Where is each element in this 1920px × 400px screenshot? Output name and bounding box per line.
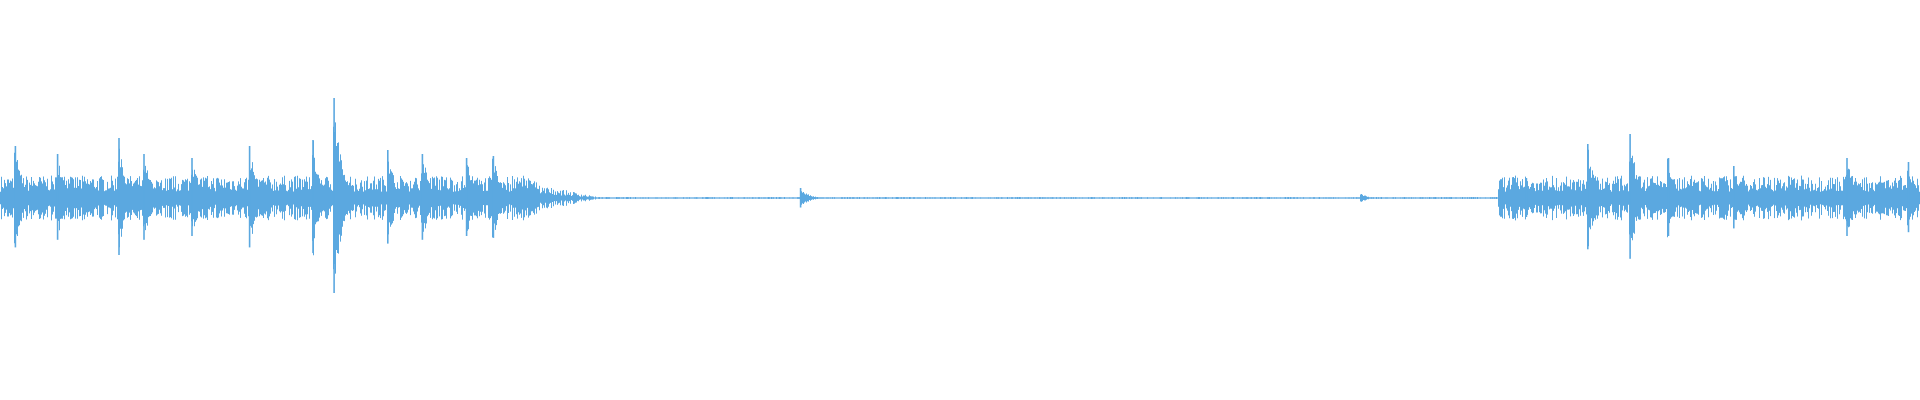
waveform-body-path: [0, 122, 1920, 274]
waveform-body: [0, 122, 1920, 274]
waveform-transients: [14, 98, 1910, 293]
